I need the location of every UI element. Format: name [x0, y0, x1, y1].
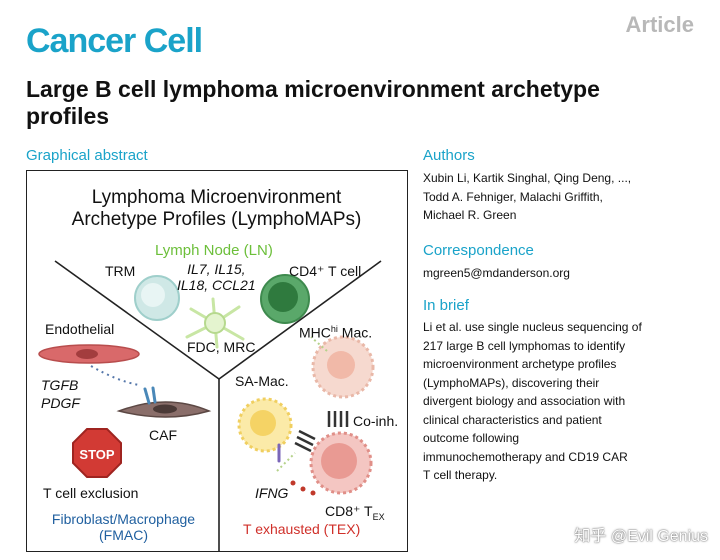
in-brief-text: Li et al. use single nucleus sequencing …	[423, 320, 642, 482]
authors-list: Xubin Li, Kartik Singhal, Qing Deng, ...…	[423, 171, 632, 222]
paper-title: Large B cell lymphoma microenvironment a…	[26, 76, 600, 129]
mhc-hi-macrophage-icon	[311, 335, 375, 399]
ifng-dots-icon	[290, 480, 316, 496]
watermark: 知乎 @Evil Genius	[574, 528, 708, 545]
co-inhibitory-label: Co-inh.	[353, 413, 399, 429]
signal-arrow	[276, 452, 296, 472]
fdc-cell-icon	[185, 297, 245, 349]
caf-label: CAF	[149, 427, 177, 443]
endothelial-label: Endothelial	[45, 321, 115, 337]
endothelial-cell-icon	[38, 344, 140, 364]
sa-macrophage-icon	[237, 397, 293, 453]
correspondence-heading: Correspondence	[423, 242, 534, 259]
svg-text:STOP: STOP	[79, 447, 114, 462]
fmac-label: Fibroblast/Macrophage (FMAC)	[51, 511, 196, 543]
receptor-icon	[143, 386, 157, 405]
cd4-t-cell-icon	[260, 274, 310, 324]
secretion-arrow	[90, 365, 140, 386]
in-brief-heading: In brief	[423, 297, 469, 314]
sa-mac-label: SA-Mac.	[235, 373, 289, 389]
lymph-node-label: Lymph Node (LN)	[155, 242, 273, 259]
t-exhausted-label: T exhausted (TEX)	[243, 521, 361, 537]
graphical-abstract-heading: Graphical abstract	[26, 147, 148, 164]
co-inhibitory-icon	[327, 411, 349, 427]
panel-title: Lymphoma Microenvironment Archetype Prof…	[71, 187, 362, 230]
authors-section: Authors Xubin Li, Kartik Singhal, Qing D…	[423, 147, 695, 225]
cd8-exhausted-t-cell-icon	[309, 431, 373, 495]
signal-arrow-upper	[310, 336, 328, 352]
mhc-hi-mac-label: MHChi Mac.	[299, 324, 373, 341]
graphical-abstract-illustration: STOP	[38, 260, 382, 551]
in-brief-section: In brief Li et al. use single nucleus se…	[423, 297, 695, 485]
fdc-mrc-label: FDC, MRC	[187, 339, 256, 355]
caf-cell-icon	[116, 401, 212, 418]
graphical-abstract-panel: STOP	[26, 170, 408, 552]
ifng-label: IFNG	[255, 485, 289, 501]
divider-right	[218, 260, 382, 380]
cytokines-label: IL7, IL15, IL18, CCL21	[177, 261, 256, 293]
ligand-bars-icon	[294, 429, 316, 453]
journal-logo: Cancer Cell	[26, 22, 203, 60]
stop-sign-icon: STOP	[72, 428, 122, 478]
tgfb-label: TGFB	[41, 377, 79, 393]
trm-label: TRM	[105, 263, 136, 279]
pdgf-label: PDGF	[41, 395, 80, 411]
authors-heading: Authors	[423, 147, 475, 164]
correspondence-email[interactable]: mgreen5@mdanderson.org	[423, 266, 570, 280]
divider-left	[54, 260, 220, 380]
article-type-label: Article	[625, 12, 694, 37]
cd8-tex-label: CD8⁺ TEX	[325, 503, 385, 522]
t-cell-exclusion-label: T cell exclusion	[43, 485, 139, 501]
trm-cell-icon	[134, 275, 180, 321]
cd4-label: CD4⁺ T cell	[289, 263, 362, 279]
correspondence-section: Correspondence mgreen5@mdanderson.org	[423, 242, 695, 283]
